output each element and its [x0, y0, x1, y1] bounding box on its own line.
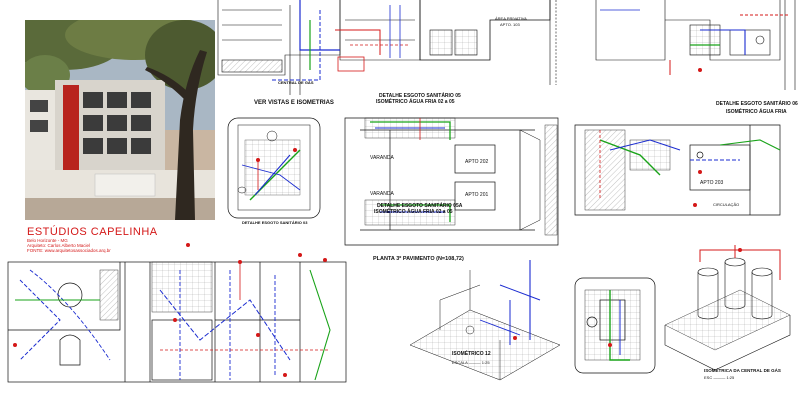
detail-03	[227, 117, 321, 219]
project-title: ESTÚDIOS CAPELINHA	[27, 226, 158, 238]
label-detalhe-05: DETALHE ESGOTO SANITÁRIO 05	[379, 93, 461, 99]
project-architect: Arquiteto: Carlos Alberto Maciel	[27, 243, 91, 249]
label-apto-103: APTO. 103	[500, 22, 520, 27]
label-isometrica-gas: ISOMÉTRICA DA CENTRAL DE GÁS	[704, 368, 781, 373]
center-pipes	[370, 118, 781, 222]
project-city: Belo Horizonte - MG	[27, 238, 68, 243]
label-central-gas: CENTRAL DE GÁS	[278, 80, 314, 85]
label-planta: PLANTA 3º PAVIMENTO (N=108,72)	[373, 256, 464, 262]
label-apto-203: APTO 203	[700, 180, 724, 186]
label-detalhe-06: DETALHE ESGOTO SANITÁRIO 06	[716, 101, 798, 107]
label-apto-202: APTO 202	[465, 159, 489, 165]
building-photo-art	[25, 20, 215, 220]
label-detalhe-05a: DETALHE ESGOTO SANITÁRIO 05A	[377, 203, 463, 209]
isometric-12-pipes	[465, 260, 541, 345]
bottom-plan	[7, 261, 347, 383]
label-isometrico-05a: ISOMÉTRICO ÁGUA FRIA 02 a 05	[374, 209, 453, 215]
bottom-pipes	[13, 243, 331, 381]
building-photo	[25, 20, 215, 220]
project-caption: ESTÚDIOS CAPELINHA Belo Horizonte - MG A…	[27, 226, 217, 254]
label-varanda-2: VARANDA	[370, 191, 394, 197]
label-isometrico-06: ISOMÉTRICO ÁGUA FRIA	[726, 109, 787, 115]
label-area-privativa: ÁREA PRIVATIVA	[495, 16, 527, 21]
label-isometrico-12: ISOMÉTRICO 12	[452, 351, 491, 357]
label-circulacao: CIRCULAÇÃO	[713, 202, 740, 207]
gas-central-iso	[664, 257, 791, 371]
top-plan	[217, 0, 796, 95]
label-varanda-1: VARANDA	[370, 155, 394, 161]
isometric-12	[409, 270, 561, 381]
top-pipes	[270, 0, 790, 81]
label-apto-201: APTO 201	[465, 192, 489, 198]
label-escala-12: ESCALA ——— 1:25	[452, 360, 490, 365]
project-source: FONTE: www.arquitetosassociados.arq.br	[27, 248, 111, 254]
detail-box-pipes	[608, 290, 630, 361]
label-escala-gas: ESC ——— 1:25	[704, 375, 735, 380]
detail-box	[574, 277, 656, 374]
gas-pipes	[699, 245, 781, 280]
label-ver-vistas: VER VISTAS E ISOMETRIAS	[254, 100, 334, 106]
label-detalhe-03: DETALHE ESGOTO SANITÁRIO 03	[242, 220, 308, 225]
label-isometrico-05: ISOMÉTRICO ÁGUA FRIA 02 a 05	[376, 99, 455, 105]
